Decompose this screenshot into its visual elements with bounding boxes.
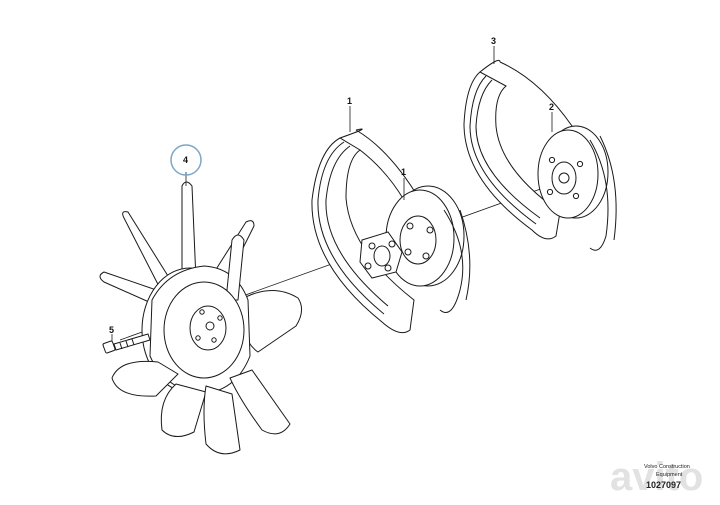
pump-pulley [311,128,471,334]
callout-5: 5 [109,325,114,335]
fan-bolt [102,333,151,354]
fan-blade [111,360,179,397]
callout-1-belt: 1 [347,96,352,106]
drawing-reference: 1027097 [646,480,681,490]
fan-blade [225,234,245,301]
credit-line-2: Equipment [656,472,683,478]
fan-blade [229,369,291,435]
avito-watermark: avito [610,455,703,499]
cooling-fan [99,181,302,455]
callout-2: 2 [549,102,554,112]
fan-blade [181,181,197,285]
callout-leaders [111,46,553,342]
fan-blade [160,383,207,437]
bolt-hole [211,337,217,343]
alternator-pulley [463,59,617,251]
bolt-hole [199,309,205,315]
callout-3: 3 [491,36,496,46]
callout-4: 4 [183,155,188,165]
bolt-hole [217,315,223,321]
callout-4-highlight [170,144,202,176]
credit-line-1: Volvo Construction [644,464,690,470]
fan-blade [203,385,241,455]
bolt-hole [195,335,201,341]
v-belt-1 [311,137,415,334]
v-belt-3 [463,71,561,240]
fan-hub-bore [205,321,215,331]
callout-1-pulley: 1 [401,167,406,177]
